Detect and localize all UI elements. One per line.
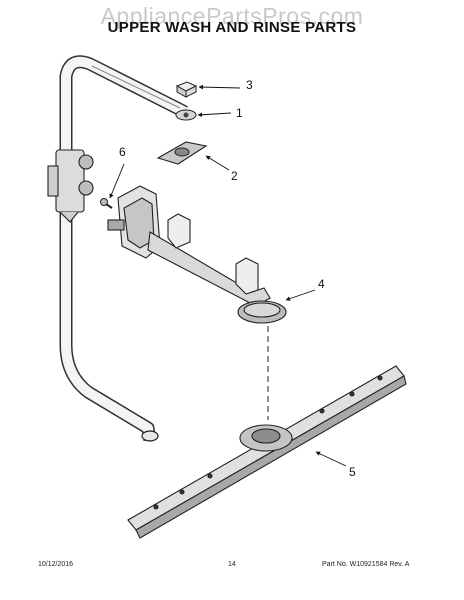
tube-clip — [47, 149, 94, 223]
part-spray-arm — [127, 365, 407, 539]
footer-part-number: Part No. W10921584 Rev. A — [322, 561, 410, 568]
page-title: UPPER WASH AND RINSE PARTS — [107, 19, 357, 36]
part-seal-plate — [156, 141, 208, 165]
part-outlet — [175, 109, 197, 121]
supply-tube — [59, 55, 188, 442]
callout-leaders — [109, 84, 347, 467]
callout-1: 1 — [236, 106, 243, 120]
callout-6: 6 — [119, 145, 126, 159]
footer-date: 10/12/2016 — [38, 561, 74, 568]
callout-2: 2 — [231, 169, 238, 183]
callout-5: 5 — [349, 465, 356, 479]
part-screw — [100, 198, 113, 209]
callout-4: 4 — [318, 277, 325, 291]
callout-3: 3 — [246, 78, 253, 92]
watermark: AppliancePartsPros.com — [100, 3, 364, 29]
part-manifold — [107, 185, 287, 324]
part-cap — [175, 81, 198, 98]
footer-page-number: 14 — [228, 561, 236, 568]
